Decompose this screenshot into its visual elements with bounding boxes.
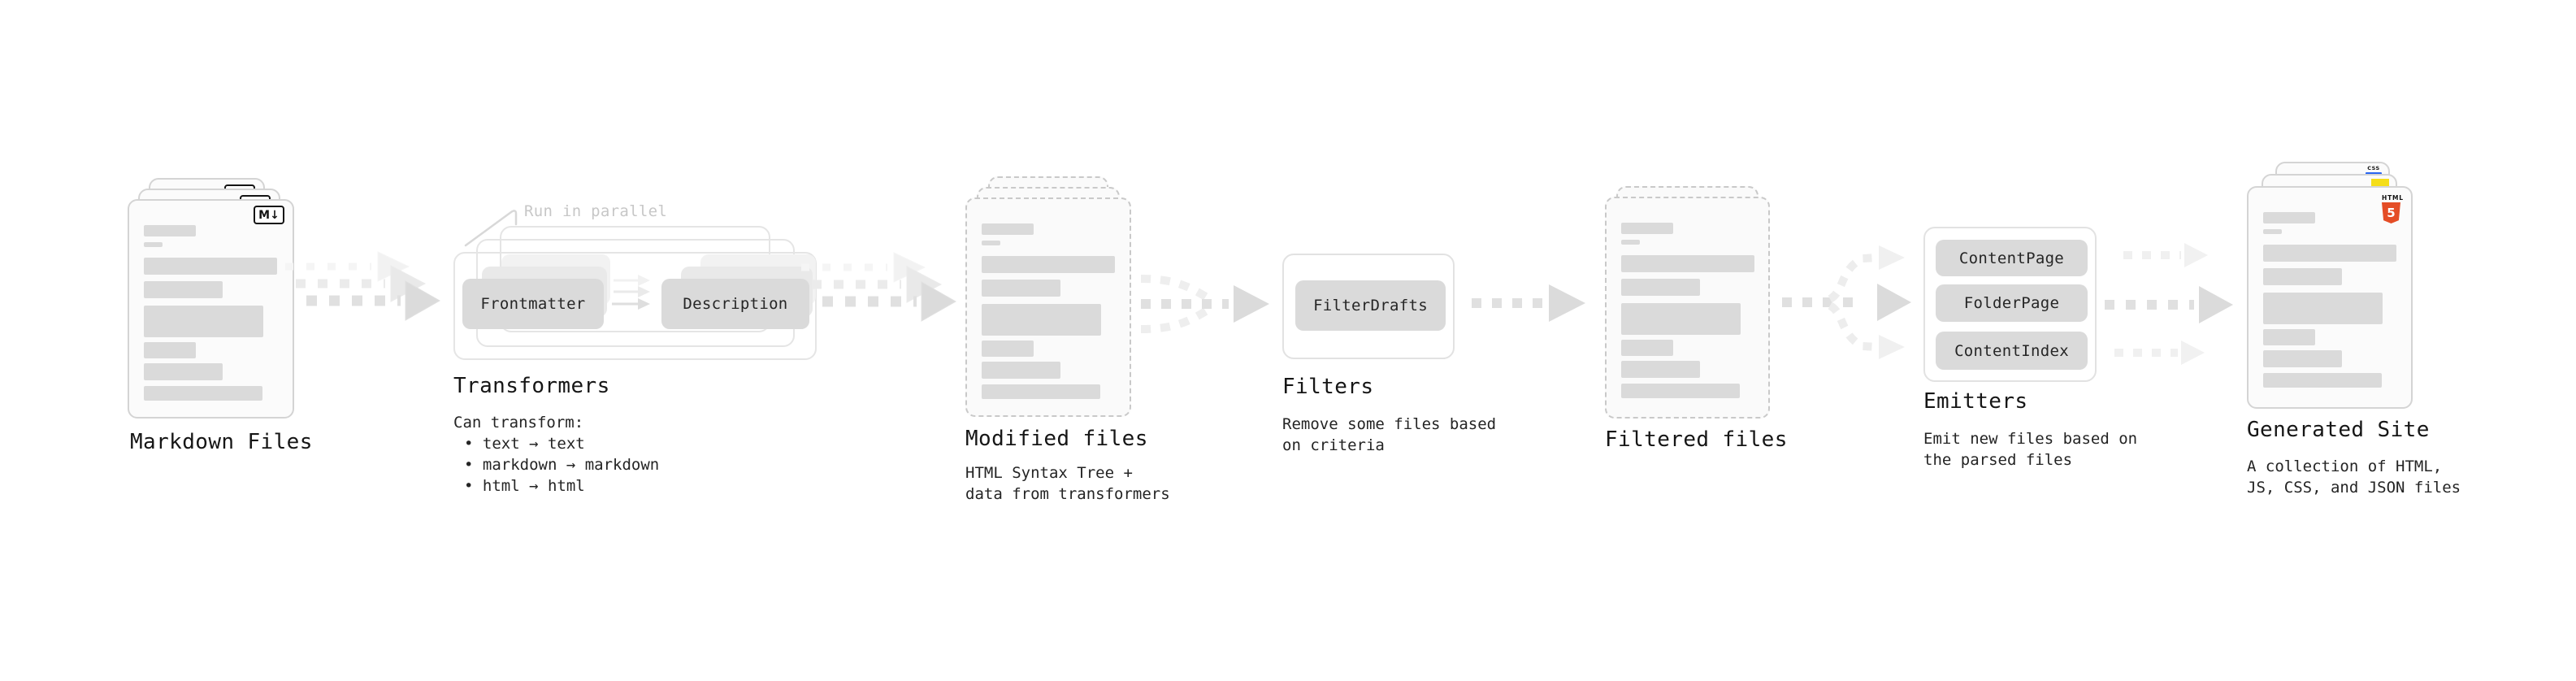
folderpage-pill: FolderPage: [1936, 284, 2088, 322]
doc-line: [2263, 229, 2282, 234]
doc-line: [2263, 245, 2396, 262]
modified-files-subtitle: HTML Syntax Tree + data from transformer…: [965, 464, 1170, 503]
modified-files-title: Modified files: [965, 427, 1148, 451]
transformers-title: Transformers: [453, 374, 610, 398]
bullet-item: • html → html: [464, 477, 585, 495]
filters-subtitle: Remove some files based on criteria: [1282, 415, 1497, 454]
doc-line: [144, 342, 196, 358]
doc-line: [982, 241, 1000, 245]
doc-line: [2263, 212, 2315, 223]
doc-line: [144, 281, 223, 298]
doc-line: [1621, 303, 1741, 335]
doc-line: [982, 280, 1060, 297]
doc-line: [982, 304, 1101, 336]
doc-line: [144, 242, 163, 247]
doc-line: [1621, 240, 1640, 245]
js-icon: [2371, 179, 2389, 188]
doc-line: [1621, 340, 1673, 356]
generated-site-title: Generated Site: [2247, 418, 2430, 442]
bullet-item: • text → text: [464, 435, 585, 453]
filtered-file-front: [1605, 197, 1770, 419]
html5-icon: HTML 5: [2382, 194, 2404, 223]
description-pill: Description: [661, 279, 809, 329]
emitters-subtitle: Emit new files based on the parsed files: [1923, 430, 2138, 469]
filters-title: Filters: [1282, 375, 1374, 399]
doc-line: [1621, 255, 1754, 272]
doc-line: [144, 258, 277, 275]
filters-box: FilterDrafts: [1282, 254, 1455, 359]
markdown-file-front: M↓: [128, 199, 294, 419]
emitters-box: ContentPage FolderPage ContentIndex: [1923, 227, 2097, 382]
frontmatter-pill: Frontmatter: [462, 279, 604, 329]
doc-line: [982, 256, 1115, 273]
doc-line: [144, 386, 262, 401]
markdown-icon: M↓: [254, 206, 284, 224]
html5-icon-word: HTML: [2382, 194, 2404, 202]
doc-line: [2263, 293, 2383, 324]
doc-line: [1621, 223, 1673, 234]
doc-line: [144, 225, 196, 236]
transformers-bullet-list: • text → text • markdown → markdown • ht…: [464, 433, 659, 497]
html5-icon-number: 5: [2387, 205, 2396, 220]
doc-line: [982, 340, 1034, 357]
generated-site-subtitle: A collection of HTML, JS, CSS, and JSON …: [2247, 458, 2461, 497]
filtered-files-title: Filtered files: [1605, 427, 1788, 452]
run-in-parallel-label: Run in parallel: [524, 202, 668, 220]
css-icon-bar: [2366, 172, 2382, 176]
html5-icon-shield: 5: [2382, 202, 2400, 223]
doc-line: [2263, 268, 2342, 285]
css-icon-label: CSS: [2367, 165, 2380, 171]
contentpage-pill: ContentPage: [1936, 240, 2088, 276]
doc-line: [2263, 373, 2382, 388]
contentindex-pill: ContentIndex: [1936, 332, 2088, 370]
site-file-html: HTML 5: [2247, 186, 2413, 409]
emitters-title: Emitters: [1923, 389, 2028, 414]
doc-line: [982, 223, 1034, 235]
doc-line: [982, 362, 1060, 379]
modified-file-front: [965, 197, 1131, 417]
filterdrafts-pill: FilterDrafts: [1295, 280, 1446, 331]
transformers-description: Can transform:: [453, 414, 584, 432]
doc-line: [1621, 361, 1700, 378]
doc-line: [1621, 279, 1700, 296]
doc-line: [1621, 384, 1740, 398]
doc-line: [982, 384, 1100, 399]
doc-line: [144, 363, 223, 380]
doc-line: [144, 306, 263, 337]
markdown-files-title: Markdown Files: [130, 430, 313, 454]
css-icon: CSS: [2366, 166, 2382, 176]
bullet-item: • markdown → markdown: [464, 456, 660, 474]
doc-line: [2263, 350, 2342, 367]
doc-line: [2263, 329, 2315, 345]
